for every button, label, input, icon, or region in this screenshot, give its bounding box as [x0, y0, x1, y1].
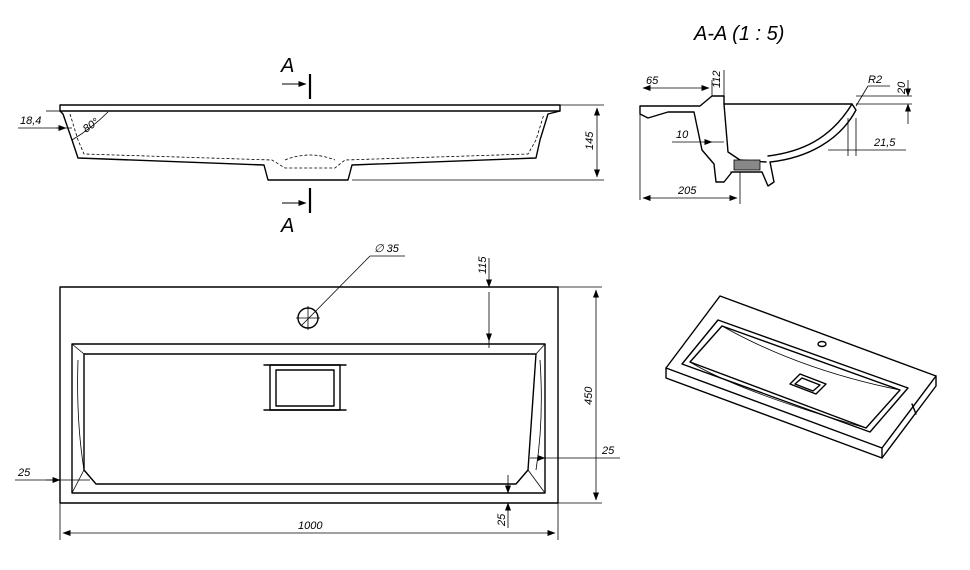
- dim-sec-r2: R2: [868, 74, 882, 86]
- dim-lip: 18,4: [20, 115, 41, 127]
- dim-sec-205: 205: [677, 185, 697, 197]
- front-view: A A 18,4 80° 145: [18, 55, 604, 237]
- dim-sec-20: 20: [896, 81, 908, 95]
- dim-right-margin: 25: [601, 445, 615, 457]
- section-marker-top: A: [280, 55, 294, 77]
- dim-hole-diameter: ∅ 35: [374, 243, 400, 255]
- dim-depth: 450: [583, 386, 595, 405]
- isometric-view: [665, 295, 937, 459]
- dim-width: 1000: [298, 520, 323, 532]
- dim-height: 145: [584, 131, 596, 150]
- dim-sec-10: 10: [676, 129, 689, 141]
- dim-left-margin: 25: [17, 467, 31, 479]
- dim-bottom-margin: 25: [496, 513, 508, 527]
- dim-sec-65: 65: [646, 75, 659, 87]
- section-title: A-A (1 : 5): [693, 23, 784, 45]
- section-marker-bottom: A: [280, 215, 294, 237]
- section-view: A-A (1 : 5) 65 112 R2 20 10 21,5: [639, 23, 912, 204]
- dim-sec-112: 112: [711, 70, 723, 88]
- dim-hole-offset: 115: [477, 256, 489, 274]
- dim-sec-21-5: 21,5: [873, 137, 896, 149]
- top-view: ∅ 35 115 450 25 25 25 1000: [15, 243, 620, 540]
